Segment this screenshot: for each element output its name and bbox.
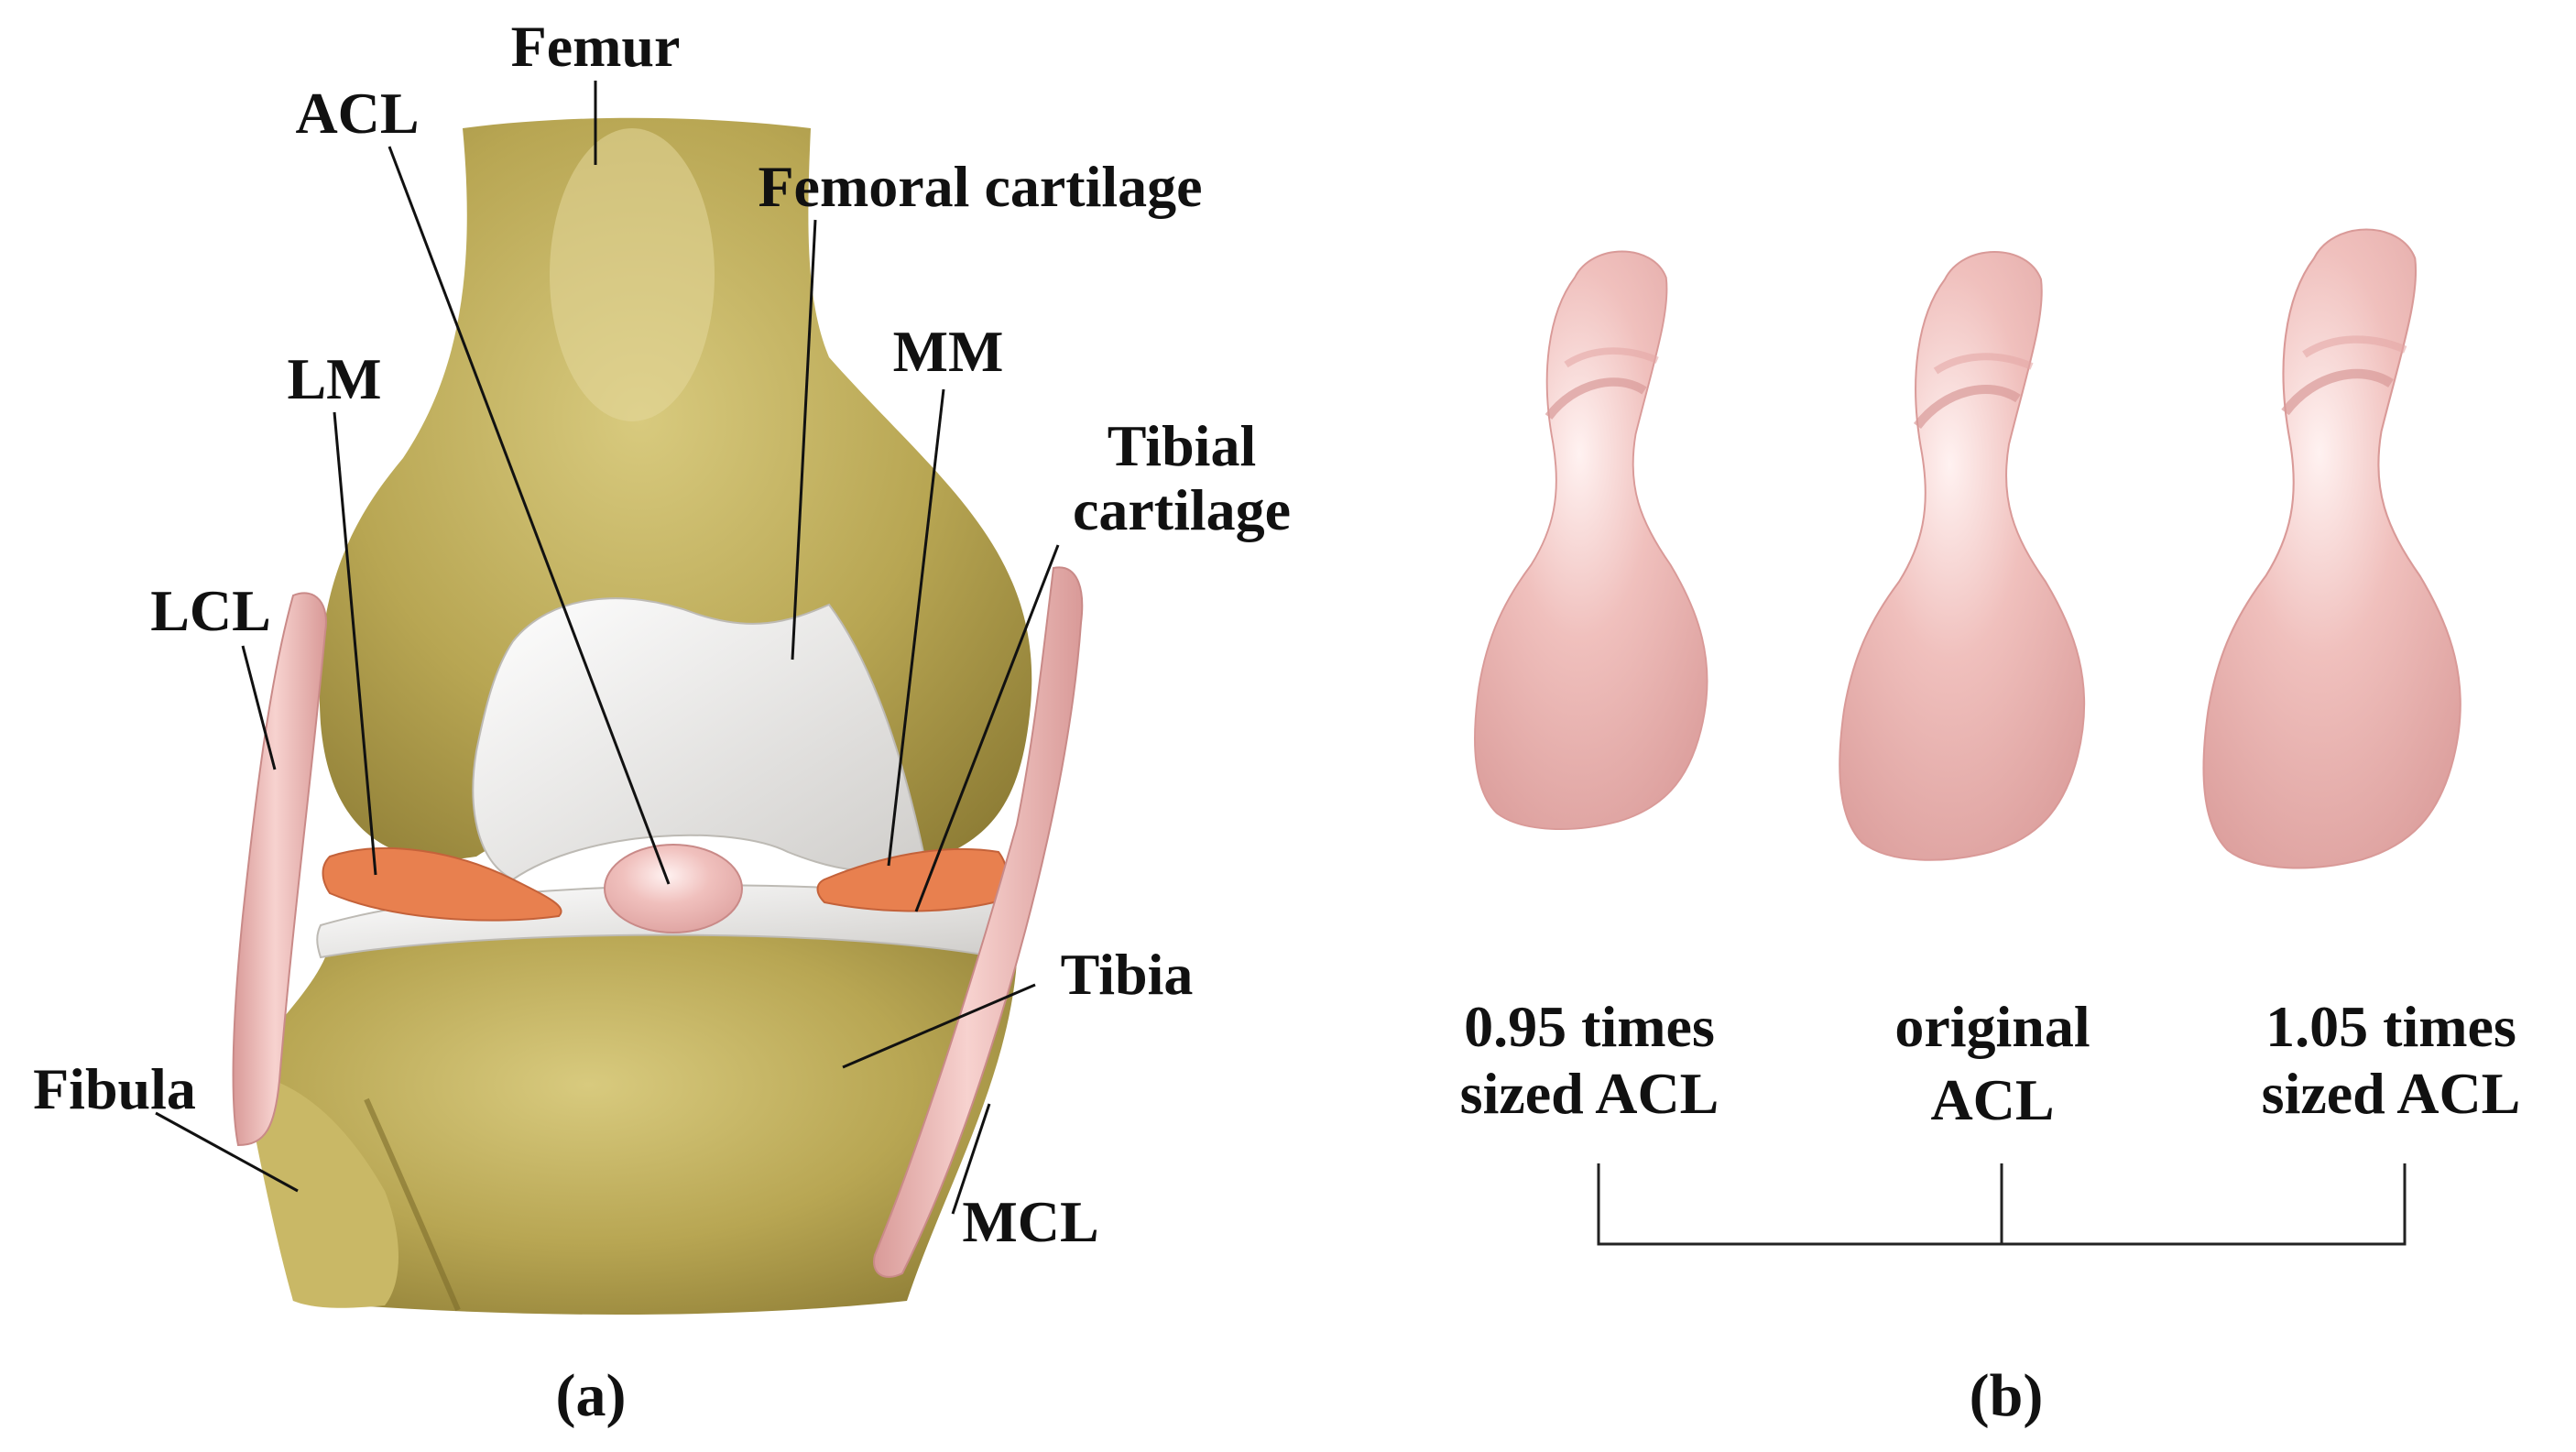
label-tibial-cartilage-line2: cartilage (1073, 477, 1291, 542)
label-acl: ACL (295, 81, 419, 146)
caption-a: (a) (556, 1362, 627, 1429)
leader-femoral-cartilage (791, 219, 817, 660)
panel-b-acl-variants: 0.95 times sized ACL original ACL 1.05 t… (1460, 228, 2521, 1429)
mcl-ligament (873, 566, 1084, 1278)
leader-tibia (842, 983, 1036, 1069)
variant-small-line2: sized ACL (1460, 1061, 1719, 1126)
leader-lcl (241, 645, 277, 770)
leader-mcl (951, 1103, 991, 1215)
leader-tibial-cartilage (914, 544, 1060, 912)
acl-variant-large (2202, 228, 2461, 869)
femur-highlight (550, 128, 715, 421)
acl-variant-original (1839, 251, 2086, 861)
caption-b: (b) (1970, 1362, 2044, 1429)
label-tibia: Tibia (1061, 942, 1194, 1007)
label-mm: MM (893, 319, 1004, 384)
variant-original-line2: ACL (1930, 1067, 2054, 1132)
variant-large-line2: sized ACL (2262, 1061, 2521, 1126)
label-femur: Femur (511, 14, 681, 79)
acl-variant-small (1473, 250, 1708, 831)
variant-small-line1: 0.95 times (1464, 994, 1715, 1059)
tibia-bone (238, 932, 1017, 1315)
label-lm: LM (287, 346, 381, 411)
acl-ligament (604, 844, 743, 933)
fibula-bone (243, 1072, 398, 1308)
label-mcl: MCL (962, 1189, 1098, 1254)
variant-original-line1: original (1894, 994, 2090, 1059)
leader-mm (887, 388, 945, 867)
variant-large-line1: 1.05 times (2265, 994, 2516, 1059)
label-femoral-cartilage: Femoral cartilage (758, 154, 1202, 219)
label-tibial-cartilage-line1: Tibial (1108, 413, 1256, 478)
leader-lm (333, 411, 377, 876)
leader-acl (387, 146, 671, 885)
lcl-ligament (232, 592, 327, 1147)
leader-fibula (155, 1111, 299, 1193)
label-lcl: LCL (150, 578, 271, 643)
tibia-groove (364, 1097, 461, 1312)
lateral-meniscus (322, 846, 562, 922)
panel-a-knee: Femur ACL Femoral cartilage MM LM Tibial… (33, 14, 1291, 1429)
label-fibula: Fibula (33, 1056, 196, 1121)
